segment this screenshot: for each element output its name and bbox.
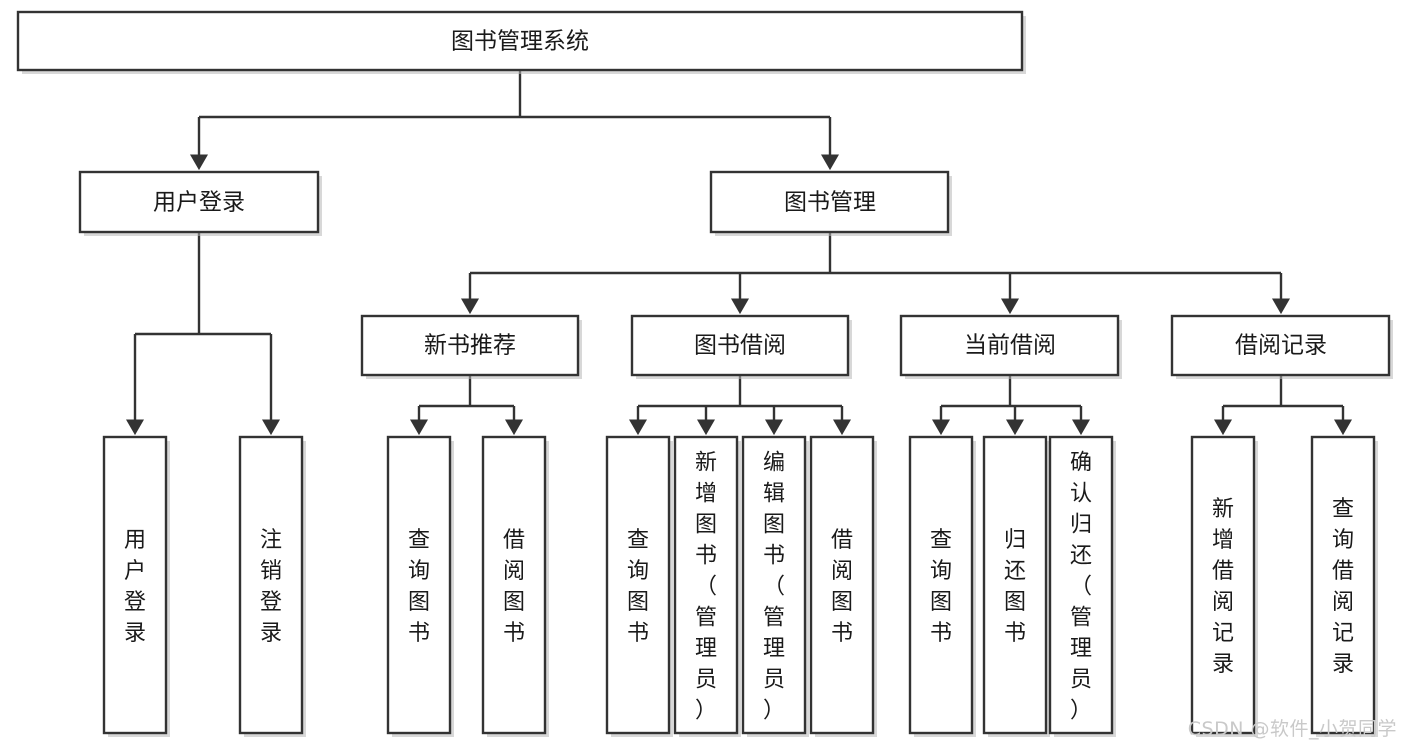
node-layer: 图书管理系统 用户登录 图书管理 新书推荐 图书借阅 当前 <box>16 10 1391 735</box>
connector-layer <box>125 70 1353 436</box>
node-leaf-query-book-borrow[interactable]: 查询图书 <box>605 435 671 735</box>
node-new-book-recommend[interactable]: 新书推荐 <box>360 314 580 377</box>
node-leaf-confirm-return-admin[interactable]: 确认归还（管理员） <box>1048 435 1114 735</box>
node-label-leaf-borrow-book: 借阅图书 <box>831 528 853 646</box>
node-label-leaf-add-borrow-record: 新增借阅记录 <box>1212 497 1234 677</box>
node-borrow-record[interactable]: 借阅记录 <box>1170 314 1391 377</box>
node-leaf-logout-login[interactable]: 注销登录 <box>238 435 304 735</box>
node-leaf-borrow-book[interactable]: 借阅图书 <box>809 435 875 735</box>
node-leaf-add-book-admin[interactable]: 新增图书（管理员） <box>673 435 739 735</box>
node-label-book-management: 图书管理 <box>784 190 876 216</box>
node-label-leaf-query-book-borrow: 查询图书 <box>627 528 649 646</box>
node-label-new-book-recommend: 新书推荐 <box>424 333 516 359</box>
node-label-leaf-borrow-book-recommend: 借阅图书 <box>503 528 525 646</box>
node-label-borrow-record: 借阅记录 <box>1235 333 1327 359</box>
node-book-borrow[interactable]: 图书借阅 <box>630 314 850 377</box>
node-label-leaf-query-borrow-record: 查询借阅记录 <box>1332 497 1354 677</box>
node-book-management[interactable]: 图书管理 <box>709 170 950 234</box>
node-leaf-add-borrow-record[interactable]: 新增借阅记录 <box>1190 435 1256 735</box>
node-leaf-user-login[interactable]: 用户登录 <box>102 435 168 735</box>
node-label-leaf-edit-book-admin: 编辑图书（管理员） <box>763 451 785 724</box>
node-label-leaf-logout-login: 注销登录 <box>260 528 282 646</box>
node-label-user-login: 用户登录 <box>153 190 245 216</box>
node-label-root: 图书管理系统 <box>451 29 589 55</box>
node-leaf-edit-book-admin[interactable]: 编辑图书（管理员） <box>741 435 807 735</box>
node-label-leaf-query-book-recommend: 查询图书 <box>408 528 430 646</box>
node-label-leaf-return-book: 归还图书 <box>1004 528 1026 646</box>
node-label-leaf-add-book-admin: 新增图书（管理员） <box>695 451 717 724</box>
node-label-leaf-query-book-current: 查询图书 <box>930 528 952 646</box>
node-label-book-borrow: 图书借阅 <box>694 333 786 359</box>
node-label-leaf-confirm-return-admin: 确认归还（管理员） <box>1070 451 1092 724</box>
node-current-borrow[interactable]: 当前借阅 <box>899 314 1120 377</box>
node-root-book-management-system[interactable]: 图书管理系统 <box>16 10 1024 72</box>
node-leaf-return-book[interactable]: 归还图书 <box>982 435 1048 735</box>
node-label-current-borrow: 当前借阅 <box>964 333 1056 359</box>
node-leaf-query-borrow-record[interactable]: 查询借阅记录 <box>1310 435 1376 735</box>
node-leaf-query-book-recommend[interactable]: 查询图书 <box>386 435 452 735</box>
node-leaf-borrow-book-recommend[interactable]: 借阅图书 <box>481 435 547 735</box>
node-user-login[interactable]: 用户登录 <box>78 170 320 234</box>
node-label-leaf-user-login: 用户登录 <box>124 528 146 646</box>
node-leaf-query-book-current[interactable]: 查询图书 <box>908 435 974 735</box>
